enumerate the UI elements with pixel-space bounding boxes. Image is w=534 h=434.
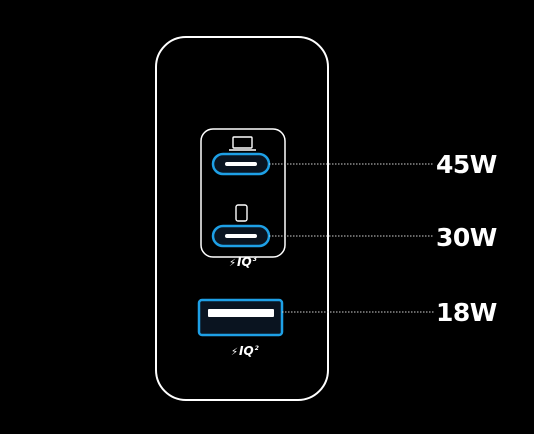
iq-text: IQ — [237, 255, 252, 269]
power-label-18w: 18W — [436, 298, 497, 327]
laptop-icon — [229, 136, 256, 151]
poweriq-2-logo: ⚡IQ2 — [231, 345, 259, 358]
usb-c-port-1 — [211, 152, 271, 176]
phone-icon — [235, 204, 248, 222]
usb-c-port-2 — [211, 224, 271, 248]
power-label-45w: 45W — [436, 150, 497, 179]
bolt-icon: ⚡ — [229, 258, 237, 269]
iq-version: 3 — [252, 256, 257, 263]
iq-text: IQ — [239, 344, 254, 358]
power-label-30w: 30W — [436, 223, 497, 252]
usb-a-port — [197, 298, 284, 337]
poweriq-3-logo: ⚡IQ3 — [229, 256, 257, 269]
bolt-icon: ⚡ — [231, 347, 239, 358]
charger-body-outline — [155, 36, 329, 401]
iq-version: 2 — [254, 345, 259, 352]
usb-c-group-outline — [200, 128, 286, 258]
